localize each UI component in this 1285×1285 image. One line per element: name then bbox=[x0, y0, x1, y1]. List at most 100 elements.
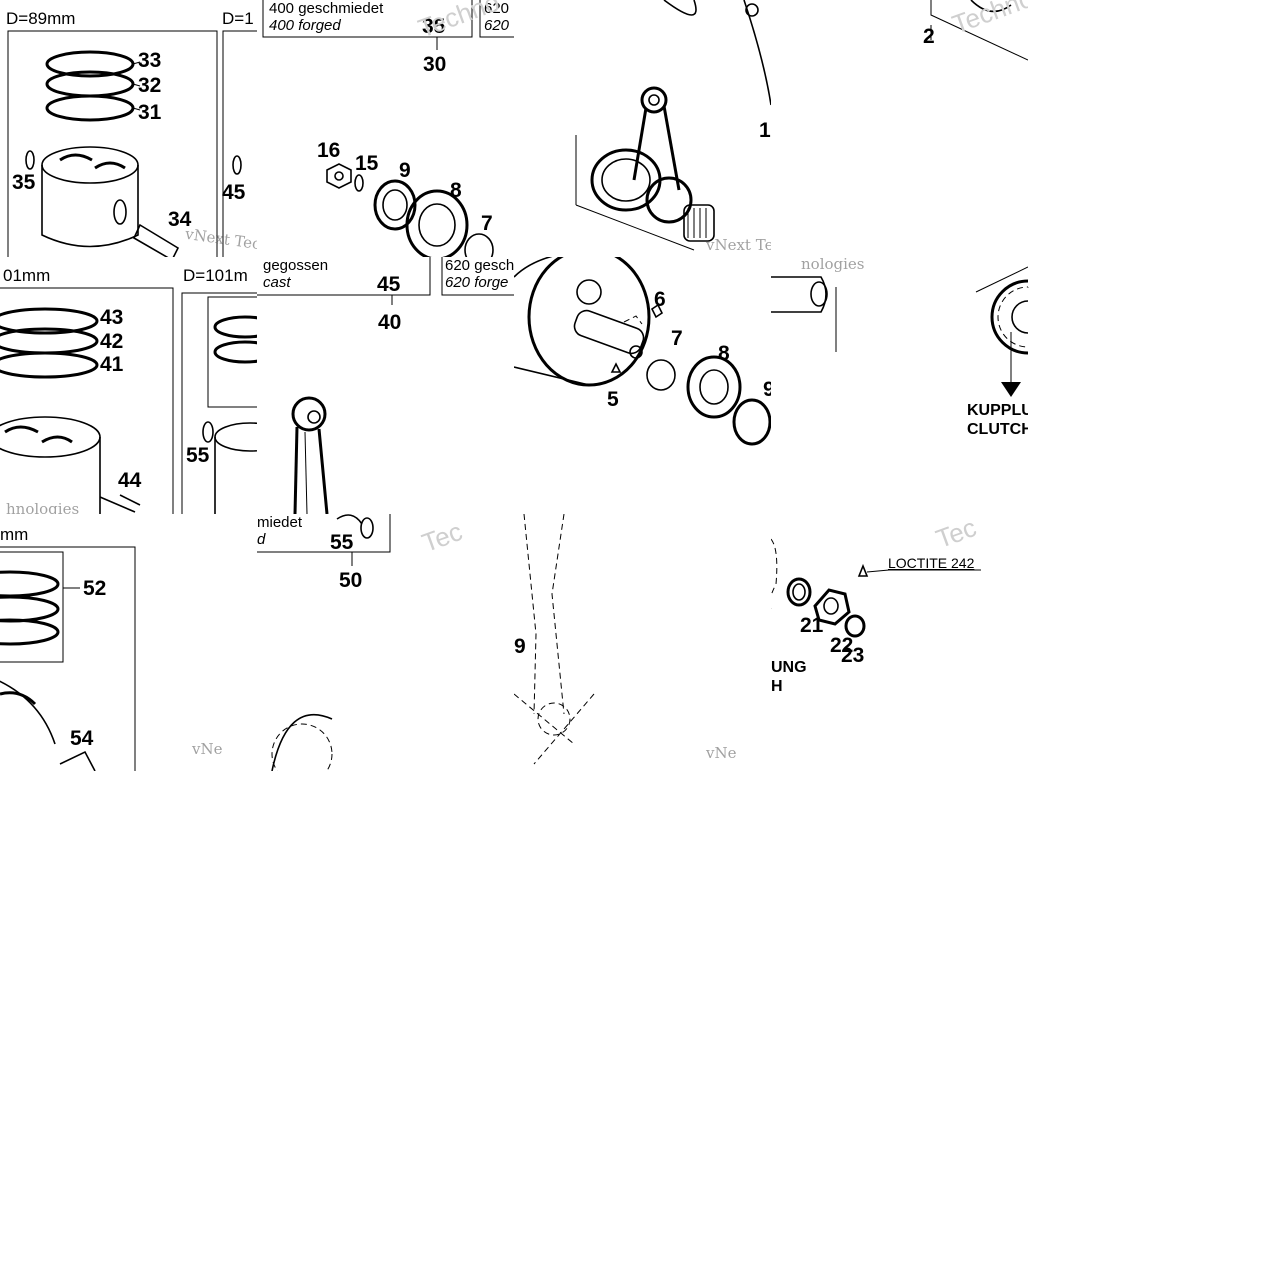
note-620-line2: 620 bbox=[484, 17, 509, 34]
tile-gear-top: 2 Techno bbox=[771, 0, 1028, 257]
callout-33: 33 bbox=[138, 49, 162, 72]
callout-35: 35 bbox=[422, 15, 446, 38]
callout-34: 34 bbox=[168, 208, 192, 231]
note-620-line2-text: 620 forge bbox=[445, 274, 509, 292]
callout-35: 35 bbox=[12, 171, 36, 194]
note-line-en: cast bbox=[263, 274, 328, 291]
callout-5: 5 bbox=[607, 388, 619, 411]
callout-50: 50 bbox=[339, 569, 363, 592]
callout-45: 45 bbox=[377, 273, 401, 296]
callout-55: 55 bbox=[186, 444, 210, 467]
clutch-gear-shape bbox=[975, 266, 1028, 397]
watermark: hnologies bbox=[6, 500, 80, 514]
callout-55: 55 bbox=[330, 531, 354, 554]
note-620-line1: 620 bbox=[484, 0, 510, 17]
tile-bush: nologies bbox=[771, 257, 1028, 514]
piston-ring-drawing bbox=[0, 546, 136, 771]
watermark: vNe bbox=[192, 740, 223, 758]
note-line-en: d bbox=[257, 531, 302, 548]
callout-52: 52 bbox=[83, 577, 107, 600]
tile-conrod-bottom: miedet d 55 50 Tec bbox=[257, 514, 514, 771]
tile-crankshaft: 6 7 8 5 9 bbox=[514, 257, 771, 514]
tile-piston-ring: mm 52 54 vNe bbox=[0, 514, 257, 771]
callout-16: 16 bbox=[317, 139, 341, 162]
clutch-caption-tail-1: UNG bbox=[771, 659, 807, 676]
note-line-de: 400 geschmiedet bbox=[269, 0, 384, 17]
callout-54: 54 bbox=[70, 727, 94, 750]
callout-32: 32 bbox=[138, 74, 162, 97]
crankshaft-drawing bbox=[514, 257, 771, 446]
callout-44: 44 bbox=[118, 469, 142, 492]
clutch-caption: KUPPLU CLUTCH bbox=[967, 401, 1028, 439]
callout-31: 31 bbox=[138, 101, 162, 124]
tile-chain: 9 vNe bbox=[514, 514, 771, 771]
callout-6: 6 bbox=[654, 288, 666, 311]
callout-1: 1 bbox=[759, 119, 771, 142]
note-620-line1: 620 gesch bbox=[445, 257, 514, 274]
note-620: 620 gesch 620 forge bbox=[445, 257, 514, 292]
tile-conrod-top: 400 geschmiedet 400 forged 620 620 35 30… bbox=[257, 0, 514, 257]
callout-7: 7 bbox=[481, 212, 493, 235]
tile-conrod-right: 1 vNext Tec bbox=[514, 0, 771, 257]
nut-washer-drawing bbox=[771, 538, 981, 638]
callout-42: 42 bbox=[100, 330, 124, 353]
callout-30: 30 bbox=[423, 53, 447, 76]
callout-45: 45 bbox=[222, 181, 246, 204]
dimension-label: mm bbox=[0, 525, 29, 544]
piston-101-drawing bbox=[0, 287, 257, 514]
tile-nut-washer: LOCTITE 242 21 22 23 UNG H Tec bbox=[771, 514, 1028, 771]
note-620: 620 620 bbox=[484, 0, 509, 35]
cast-rod-drawing bbox=[257, 257, 514, 514]
conrod-drawing bbox=[575, 0, 771, 251]
clutch-caption-de: KUPPLU bbox=[967, 402, 1028, 419]
clutch-caption-tail-2: H bbox=[771, 678, 783, 696]
note-line-en-text: cast bbox=[263, 274, 291, 292]
chain-drawing bbox=[514, 514, 595, 765]
bearing-drawing bbox=[262, 0, 514, 257]
callout-15: 15 bbox=[355, 152, 379, 175]
tile-cast-note: gegossen cast 620 gesch 620 forge 45 40 bbox=[257, 257, 514, 514]
callout-7: 7 bbox=[671, 327, 683, 350]
callout-9: 9 bbox=[763, 378, 771, 401]
clutch-caption-en: CLUTCH bbox=[967, 421, 1028, 439]
note-forged: 400 geschmiedet 400 forged bbox=[269, 0, 383, 35]
watermark: vNext Tec bbox=[706, 236, 771, 254]
dimension-label-next: D=101m bbox=[183, 266, 248, 285]
note-cast: gegossen cast bbox=[263, 257, 328, 292]
callout-43: 43 bbox=[100, 306, 124, 329]
piston-drawing bbox=[7, 30, 257, 257]
callout-9: 9 bbox=[514, 635, 526, 658]
tile-piston-101: 01mm D=101m 43 42 41 44 55 hnologies bbox=[0, 257, 257, 514]
callout-22: 22 bbox=[830, 634, 854, 657]
watermark: vNe bbox=[706, 744, 737, 762]
note-line-de: miedet bbox=[257, 514, 303, 531]
callout-23: 23 bbox=[841, 644, 865, 667]
note-620-line2: 620 forge bbox=[445, 274, 514, 291]
clutch-gear-drawing bbox=[1028, 287, 1029, 289]
watermark: nologies bbox=[801, 257, 865, 273]
callout-40: 40 bbox=[378, 311, 402, 334]
loctite-note: LOCTITE 242 bbox=[888, 555, 975, 571]
conrod-bottom-drawing bbox=[257, 514, 391, 771]
note-line-de: gegossen bbox=[263, 257, 329, 274]
note-620-line2-text: 620 bbox=[484, 17, 510, 35]
note-line-en: 400 forged bbox=[269, 17, 383, 34]
clutch-caption-tail: UNG H bbox=[771, 658, 807, 696]
gear-top-drawing bbox=[930, 0, 1028, 61]
tile-clutch-caption: KUPPLU CLUTCH bbox=[771, 257, 1028, 514]
callout-21: 21 bbox=[800, 614, 824, 637]
note-line-en-text: 400 forged bbox=[269, 17, 341, 35]
dimension-label: D=89mm bbox=[6, 9, 76, 28]
callout-2: 2 bbox=[923, 25, 935, 48]
callout-8: 8 bbox=[718, 342, 730, 365]
dimension-label: 01mm bbox=[3, 266, 51, 285]
tile-piston-89: D=89mm D=1 33 32 31 35 34 45 vNext Tec bbox=[0, 0, 257, 257]
tile-clutch-gear bbox=[1028, 257, 1285, 514]
bush-drawing bbox=[771, 276, 837, 352]
callout-41: 41 bbox=[100, 353, 124, 376]
callout-8: 8 bbox=[450, 179, 462, 202]
note-line-en-text: d bbox=[257, 531, 266, 549]
note-forged: miedet d bbox=[257, 514, 302, 549]
callout-9: 9 bbox=[399, 159, 411, 182]
